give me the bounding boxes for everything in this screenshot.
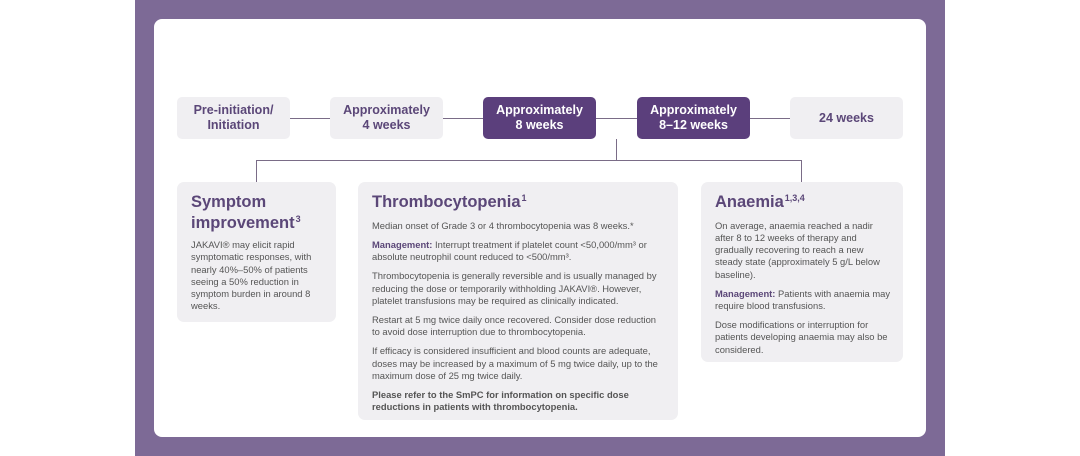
symptom-body: JAKAVI® may elicit rapid symptomatic res… [191, 239, 312, 312]
anaemia-nadir: On average, anaemia reached a nadir afte… [715, 219, 880, 280]
thrombo-management: Management: Interrupt treatment if plate… [372, 238, 647, 263]
anaemia-box: Anaemia1,3,4 On average, anaemia reached… [701, 182, 903, 362]
thrombo-efficacy: If efficacy is considered insufficient a… [372, 345, 658, 381]
timeline-step-8-12-weeks: Approximately 8–12 weeks [637, 97, 750, 139]
thrombo-reversible: Thrombocytopenia is generally reversible… [372, 270, 657, 306]
thrombocytopenia-box: Thrombocytopenia1 Median onset of Grade … [358, 182, 678, 420]
symptom-title: Symptom improvement3 [191, 193, 301, 232]
anaemia-dose-mod: Dose modifications or interruption for p… [715, 319, 888, 355]
timeline-step-4-weeks: Approximately 4 weeks [330, 97, 443, 139]
thrombo-restart: Restart at 5 mg twice daily once recover… [372, 313, 656, 338]
branch-left-drop [256, 160, 257, 182]
timeline-step-label: Approximately 4 weeks [343, 103, 430, 132]
branch-bar [256, 160, 802, 161]
timeline-step-label: Pre-initiation/ Initiation [193, 103, 274, 132]
timeline-step-initiation: Pre-initiation/ Initiation [177, 97, 290, 139]
symptom-improvement-box: Symptom improvement3 JAKAVI® may elicit … [177, 182, 336, 322]
timeline-step-label: Approximately 8–12 weeks [650, 103, 737, 132]
timeline-step-24-weeks: 24 weeks [790, 97, 903, 139]
thrombo-smpc-note: Please refer to the SmPC for information… [372, 389, 629, 413]
thrombocytopenia-title: Thrombocytopenia1 [372, 193, 527, 211]
timeline-step-label: 24 weeks [819, 110, 874, 125]
timeline-step-label: Approximately 8 weeks [496, 103, 583, 132]
thrombo-onset: Median onset of Grade 3 or 4 thrombocyto… [372, 219, 634, 231]
branch-right-drop [801, 160, 802, 182]
anaemia-management: Management: Patients with anaemia may re… [715, 287, 891, 311]
branch-stem [616, 139, 617, 160]
timeline-step-8-weeks: Approximately 8 weeks [483, 97, 596, 139]
anaemia-title: Anaemia1,3,4 [715, 193, 805, 211]
